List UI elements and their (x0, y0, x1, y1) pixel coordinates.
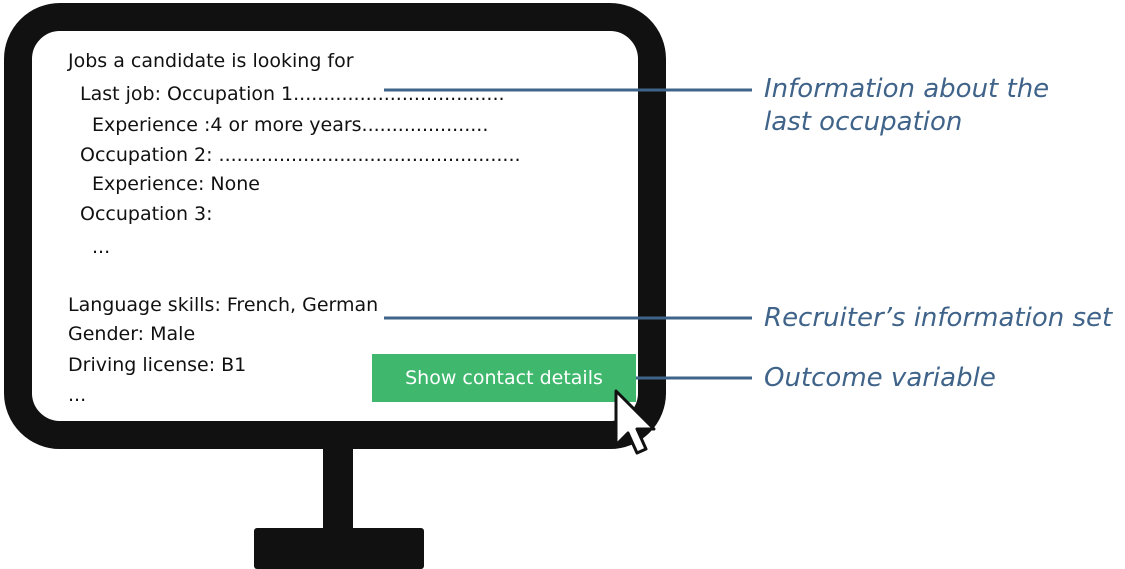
monitor-stand-base (254, 528, 424, 569)
callout-info-set: Recruiter’s information set (764, 303, 1113, 333)
monitor-screen (32, 31, 638, 421)
screen-line-ellipsis-1: ... (92, 236, 111, 258)
show-contact-details-button[interactable]: Show contact details (372, 354, 636, 402)
monitor-stand-neck (323, 440, 353, 540)
monitor-bezel (4, 3, 666, 449)
screen-line-experience-2: Experience: None (92, 173, 260, 195)
callout-last-occupation-line-1: Information about the (764, 74, 1050, 104)
mouse-pointer-icon (614, 389, 656, 455)
screen-line-occupation-2: Occupation 2: ..........................… (80, 144, 521, 166)
screen-line-experience-1: Experience :4 or more years.............… (92, 114, 489, 136)
screen-line-language-skills: Language skills: French, German (68, 294, 379, 316)
callout-last-occupation-line-2: last occupation (764, 107, 963, 138)
screen-line-last-job: Last job: Occupation 1..................… (80, 83, 505, 105)
screen-line-driving-license: Driving license: B1 (68, 354, 247, 376)
screen-line-title: Jobs a candidate is looking for (68, 50, 354, 72)
screen-line-gender: Gender: Male (68, 323, 196, 345)
screen-line-occupation-3: Occupation 3: (80, 203, 213, 225)
callout-outcome: Outcome variable (764, 363, 996, 393)
callout-last-occupation: Information about the last occupation (764, 73, 1049, 139)
screen-line-ellipsis-2: ... (68, 384, 87, 406)
